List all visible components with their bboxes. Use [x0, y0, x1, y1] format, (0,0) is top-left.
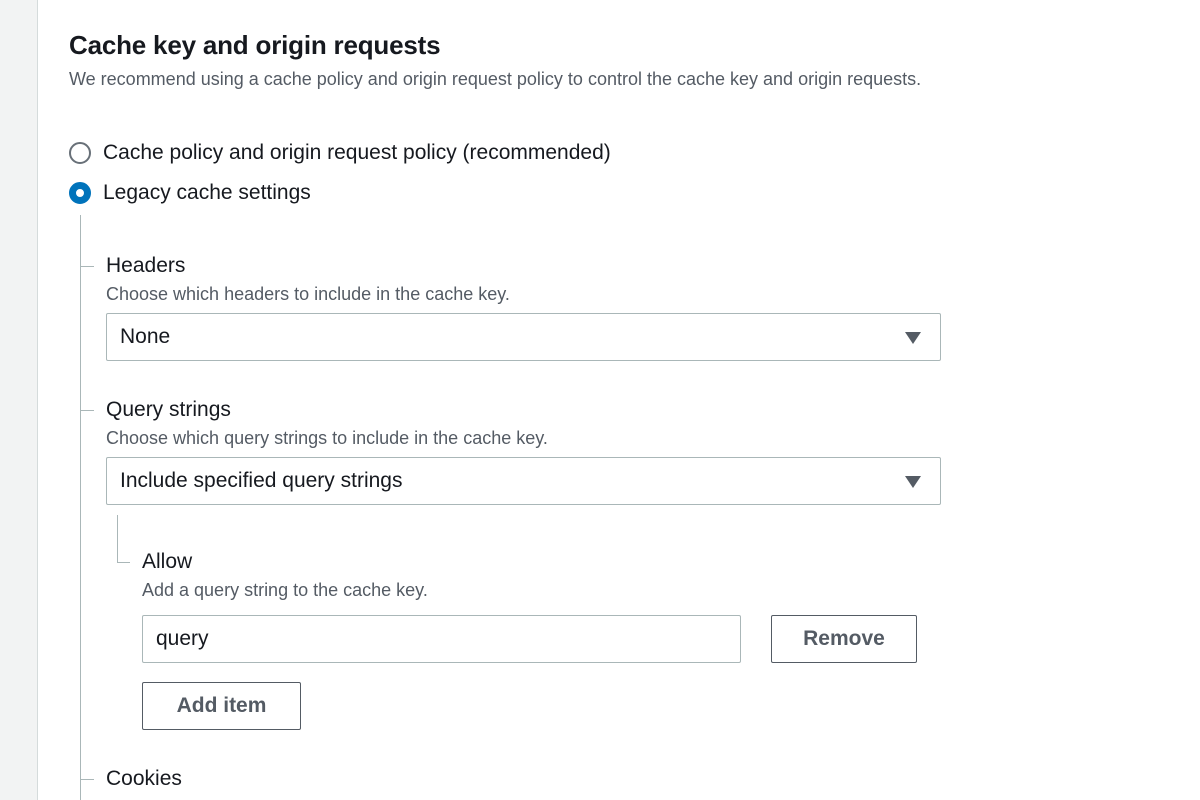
- tree-connector-cookies: [80, 779, 94, 780]
- radio-label-legacy: Legacy cache settings: [103, 181, 311, 204]
- section-description: We recommend using a cache policy and or…: [69, 69, 922, 89]
- radio-button-unchecked[interactable]: [69, 142, 91, 164]
- radio-label-cache-policy: Cache policy and origin request policy (…: [103, 141, 611, 164]
- radio-legacy-cache-settings[interactable]: Legacy cache settings: [69, 181, 311, 205]
- allow-label: Allow: [142, 550, 193, 573]
- caret-down-icon: [905, 332, 921, 344]
- tree-connector-allow: [117, 562, 130, 563]
- left-side-panel: [0, 0, 38, 800]
- radio-button-checked[interactable]: [69, 182, 91, 204]
- tree-connector-allow-vertical: [117, 515, 118, 563]
- headers-select-value: None: [120, 325, 171, 348]
- cookies-label: Cookies: [106, 767, 182, 790]
- radio-cache-policy[interactable]: Cache policy and origin request policy (…: [69, 141, 611, 165]
- headers-label: Headers: [106, 254, 186, 277]
- query-strings-label: Query strings: [106, 398, 231, 421]
- headers-description: Choose which headers to include in the c…: [106, 284, 510, 304]
- tree-connector-vertical: [80, 215, 81, 800]
- tree-connector-headers: [80, 266, 94, 267]
- remove-button[interactable]: Remove: [771, 615, 917, 663]
- allow-query-string-input[interactable]: [142, 615, 741, 663]
- section-title: Cache key and origin requests: [69, 30, 441, 60]
- add-item-button[interactable]: Add item: [142, 682, 301, 730]
- query-strings-description: Choose which query strings to include in…: [106, 428, 548, 448]
- query-strings-select-value: Include specified query strings: [120, 469, 403, 492]
- tree-connector-query-strings: [80, 410, 94, 411]
- query-strings-select[interactable]: Include specified query strings: [106, 457, 941, 505]
- caret-down-icon: [905, 476, 921, 488]
- allow-description: Add a query string to the cache key.: [142, 580, 428, 600]
- headers-select[interactable]: None: [106, 313, 941, 361]
